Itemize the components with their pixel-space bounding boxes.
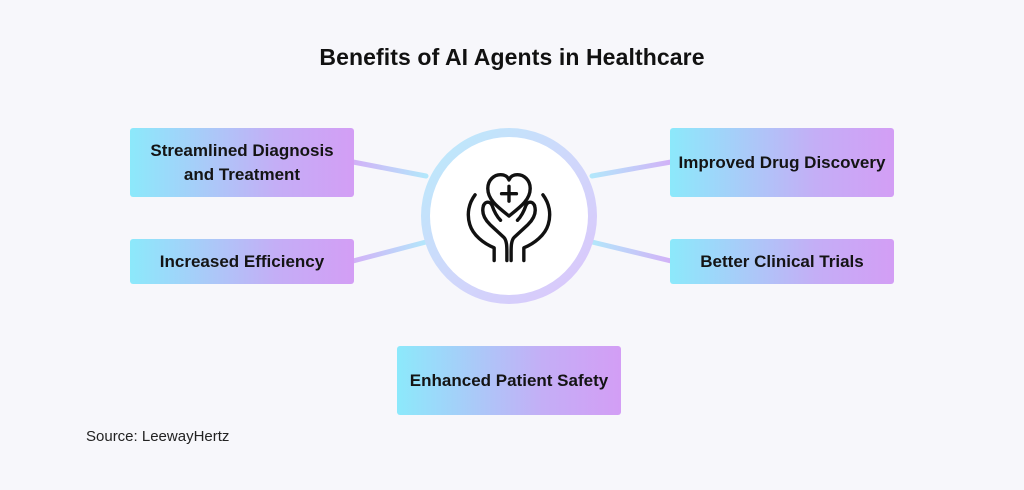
- benefit-increased-efficiency: Increased Efficiency: [130, 239, 354, 284]
- connector-streamlined-diagnosis: [350, 159, 429, 179]
- connector-increased-efficiency: [350, 239, 429, 264]
- benefit-label: Streamlined Diagnosis and Treatment: [150, 140, 334, 184]
- connector-better-clinical-trials: [589, 239, 674, 264]
- benefit-streamlined-diagnosis: Streamlined Diagnosis and Treatment: [130, 128, 354, 197]
- center-hub-inner: [430, 137, 588, 295]
- benefit-label: Enhanced Patient Safety: [409, 370, 609, 390]
- benefit-improved-drug-discovery: Improved Drug Discovery: [670, 128, 894, 197]
- benefit-label: Increased Efficiency: [159, 251, 325, 271]
- hands-holding-heart-plus-icon: [466, 172, 552, 263]
- connector-improved-drug-discovery: [589, 159, 674, 179]
- benefit-label: Better Clinical Trials: [700, 251, 864, 271]
- diagram-title: Benefits of AI Agents in Healthcare: [319, 44, 705, 70]
- benefit-better-clinical-trials: Better Clinical Trials: [670, 239, 894, 284]
- center-hub: [421, 128, 597, 304]
- benefit-enhanced-patient-safety: Enhanced Patient Safety: [397, 346, 621, 415]
- benefit-label: Improved Drug Discovery: [678, 152, 886, 172]
- source-credit: Source: LeewayHertz: [86, 428, 230, 445]
